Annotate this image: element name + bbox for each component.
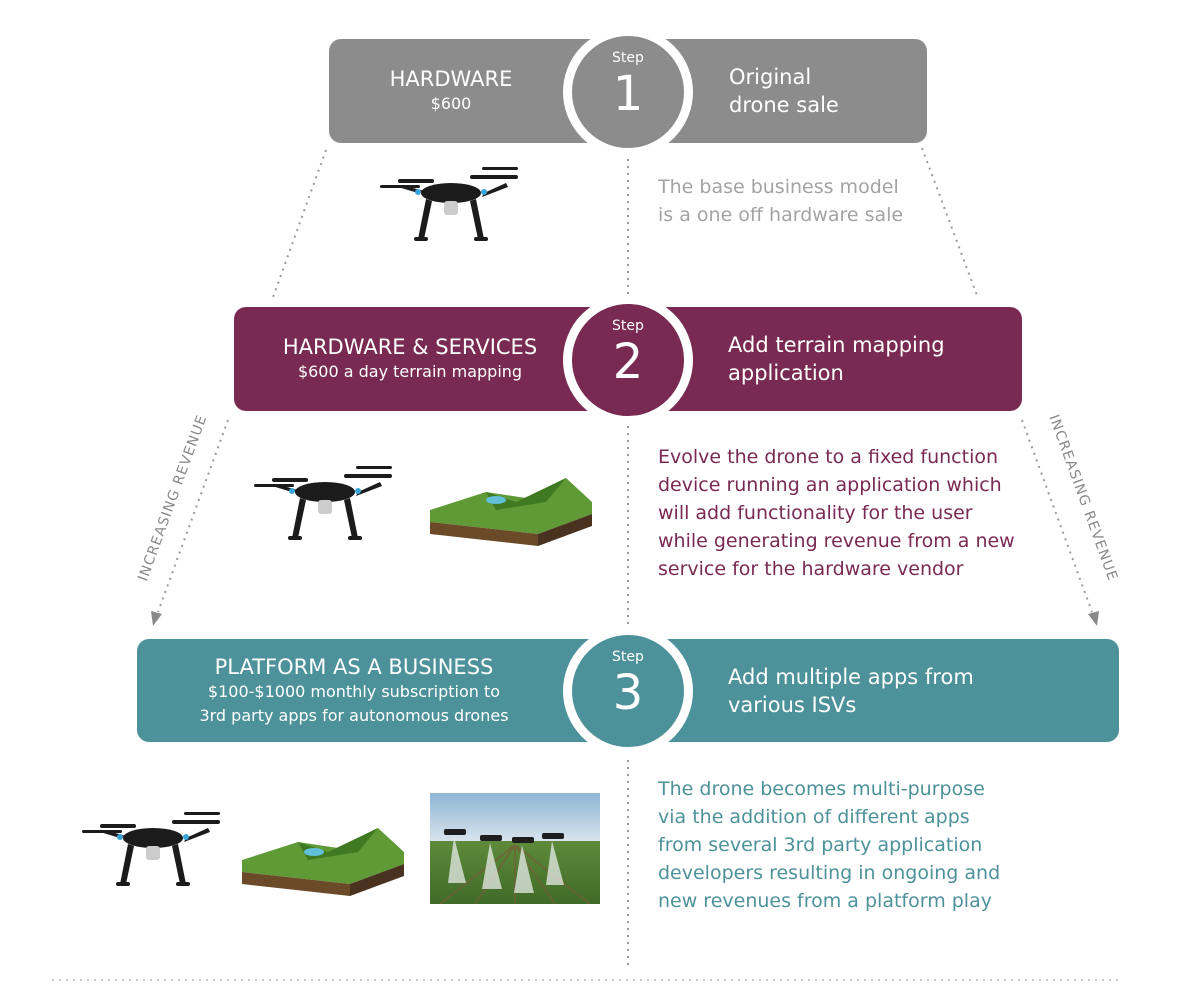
step1-step-word: Step xyxy=(612,50,644,66)
step1-description: The base business model is a one off har… xyxy=(658,173,903,229)
step3-left: PLATFORM AS A BUSINESS $100-$1000 monthl… xyxy=(157,639,551,742)
step2-left-title: HARDWARE & SERVICES xyxy=(282,335,538,359)
step2-right: Add terrain mapping application xyxy=(728,307,945,411)
step1-right-line1: Original xyxy=(729,65,812,89)
step2-step-word: Step xyxy=(612,318,644,334)
step3-circle: Step 3 xyxy=(563,626,693,756)
step1-left-title: HARDWARE xyxy=(389,67,513,91)
step1-desc-line: is a one off hardware sale xyxy=(658,204,904,226)
step2-left: HARDWARE & SERVICES $600 a day terrain m… xyxy=(254,307,566,411)
arrow-right-down xyxy=(1088,611,1099,626)
step2-description: Evolve the drone to a fixed function dev… xyxy=(658,443,1015,583)
drone-image xyxy=(380,167,518,241)
step3-right-line1: Add multiple apps from xyxy=(728,664,974,689)
drone-image xyxy=(254,466,392,540)
step3-desc-line: developers resulting in ongoing and xyxy=(658,862,1001,884)
step1-left-sub: $600 xyxy=(430,94,472,113)
step3-right-line2: various ISVs xyxy=(728,692,857,717)
step1-right-line2: drone sale xyxy=(729,93,839,117)
step2-left-sub: $600 a day terrain mapping xyxy=(297,362,523,381)
step1-number: 1 xyxy=(612,66,644,122)
step2-desc-line: service for the hardware vendor xyxy=(658,558,964,580)
step1-right: Original drone sale xyxy=(729,39,839,143)
step3-desc-line: new revenues from a platform play xyxy=(658,890,992,912)
step3-desc-line: The drone becomes multi-purpose xyxy=(658,778,985,800)
step1-desc-line: The base business model xyxy=(658,176,899,198)
step3-desc-line: via the addition of different apps xyxy=(658,806,970,828)
terrain-image xyxy=(242,828,404,896)
step3-right: Add multiple apps from various ISVs xyxy=(728,639,974,742)
terrain-image xyxy=(430,478,592,546)
step1-left: HARDWARE $600 xyxy=(349,39,553,143)
crop-spraying-photo xyxy=(430,793,600,904)
step2-right-line1: Add terrain mapping xyxy=(728,333,945,357)
step2-desc-line: will add functionality for the user xyxy=(658,502,973,524)
step3-number: 3 xyxy=(612,665,644,721)
step3-desc-line: from several 3rd party application xyxy=(658,834,983,856)
arrow-left-down xyxy=(151,611,162,626)
step2-number: 2 xyxy=(612,334,644,390)
step1-circle: Step 1 xyxy=(563,27,693,157)
step2-right-line2: application xyxy=(728,361,844,385)
step3-left-sub2: 3rd party apps for autonomous drones xyxy=(199,705,509,725)
step2-desc-line: Evolve the drone to a fixed function xyxy=(658,446,999,468)
drone-image xyxy=(82,812,220,886)
step2-desc-line: while generating revenue from a new xyxy=(658,530,1015,552)
step2-circle: Step 2 xyxy=(563,295,693,425)
step2-desc-line: device running an application which xyxy=(658,474,1002,496)
step3-left-sub1: $100-$1000 monthly subscription to xyxy=(207,681,501,701)
step3-description: The drone becomes multi-purpose via the … xyxy=(658,775,1000,915)
step3-step-word: Step xyxy=(612,649,644,665)
step3-left-title: PLATFORM AS A BUSINESS xyxy=(214,654,494,679)
